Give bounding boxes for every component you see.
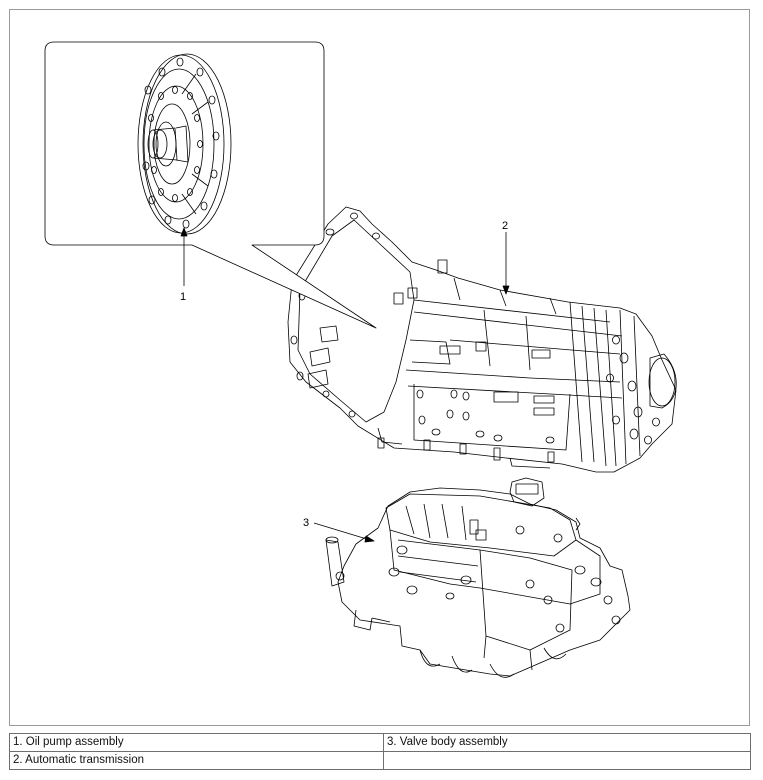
legend-item-valve-body: 3. Valve body assembly <box>383 733 751 752</box>
legend-row: 1. Oil pump assembly 3. Valve body assem… <box>9 733 751 752</box>
parts-legend-table: 1. Oil pump assembly 3. Valve body assem… <box>9 733 751 770</box>
automatic-transmission-drawing <box>287 206 677 473</box>
callout-1: 1 <box>180 291 186 303</box>
oil-pump-assembly-drawing <box>137 53 232 235</box>
detail-bubble <box>44 41 377 329</box>
legend-item-automatic-transmission: 2. Automatic transmission <box>9 751 384 770</box>
legend-row: 2. Automatic transmission <box>9 751 751 770</box>
callout-3: 3 <box>303 517 309 529</box>
exploded-view-drawing: 1 2 3 <box>44 41 677 678</box>
legend-item-oil-pump: 1. Oil pump assembly <box>9 733 384 752</box>
legend-empty-cell <box>383 751 751 770</box>
diagram-frame: 1 2 3 <box>9 9 750 726</box>
leader-lines <box>180 227 510 543</box>
callout-2: 2 <box>502 220 508 232</box>
valve-body-assembly-drawing <box>325 477 631 678</box>
